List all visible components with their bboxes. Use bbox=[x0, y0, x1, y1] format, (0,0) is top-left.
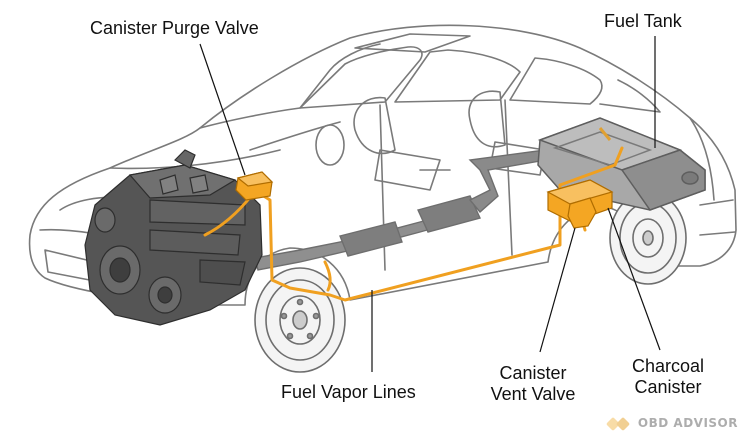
label-vent-valve-line2: Vent Valve bbox=[490, 384, 576, 404]
purge-valve-component bbox=[235, 171, 274, 201]
label-charcoal-line2: Canister bbox=[634, 377, 702, 397]
label-canister-purge-valve: Canister Purge Valve bbox=[90, 18, 259, 38]
leader-charcoal bbox=[607, 207, 661, 351]
label-fuel-tank: Fuel Tank bbox=[604, 11, 682, 31]
front-wheel bbox=[254, 267, 346, 373]
label-fuel-vapor-lines: Fuel Vapor Lines bbox=[281, 382, 416, 402]
label-charcoal-canister: Charcoal Canister bbox=[618, 356, 718, 398]
obd-advisor-logo: OBD ADVISOR bbox=[606, 415, 738, 431]
label-canister-vent-valve: Canister Vent Valve bbox=[478, 363, 588, 405]
label-vent-valve-line1: Canister bbox=[499, 363, 567, 383]
engine bbox=[84, 149, 263, 326]
car-body bbox=[28, 24, 737, 306]
logo-text: OBD ADVISOR bbox=[637, 416, 738, 430]
leader-vent-valve bbox=[539, 227, 576, 353]
vent-valve-component bbox=[567, 197, 597, 229]
logo-mark-icon bbox=[606, 417, 630, 431]
leader-lines bbox=[199, 36, 661, 372]
leader-purge-valve bbox=[199, 43, 246, 176]
label-charcoal-line1: Charcoal bbox=[631, 356, 705, 376]
exhaust-system bbox=[254, 147, 578, 271]
